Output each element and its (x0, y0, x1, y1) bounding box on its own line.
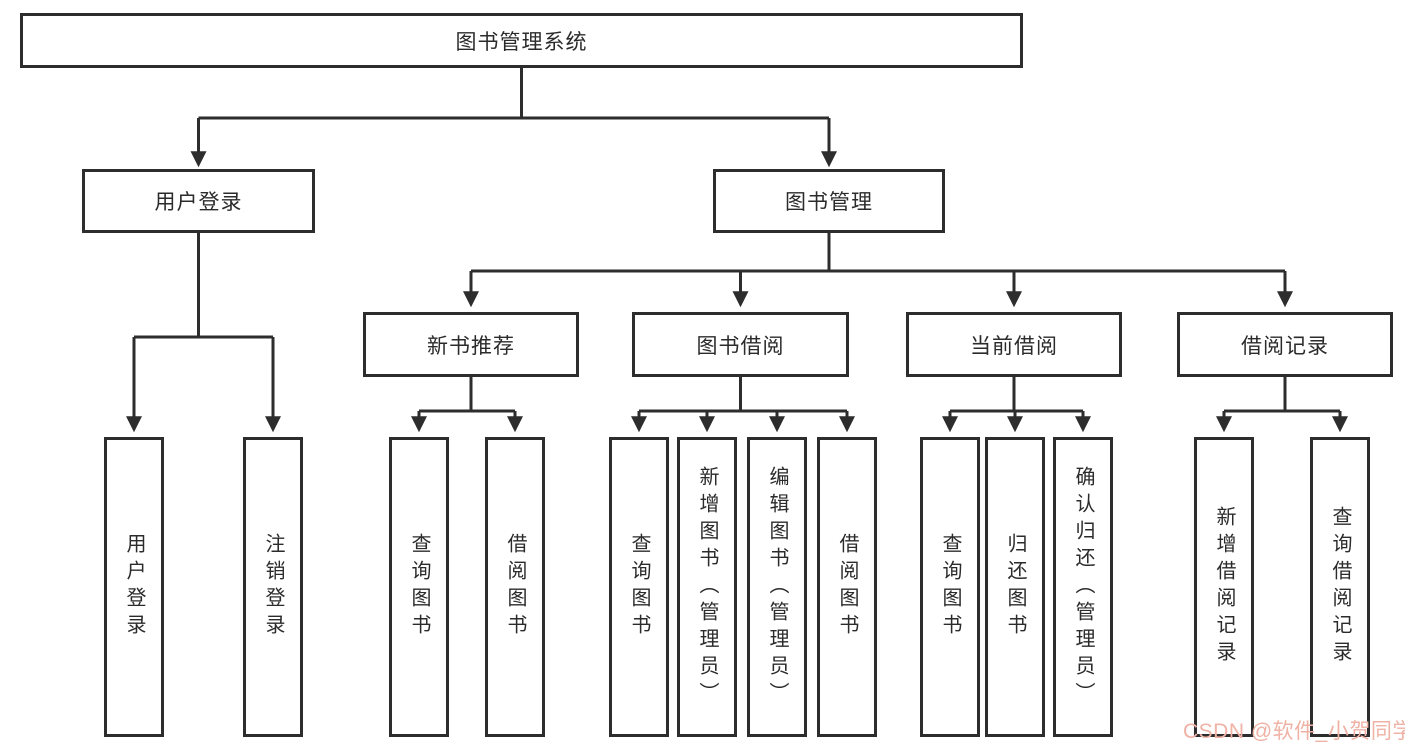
leaf-logout: 注销登录 (243, 437, 303, 737)
node-borrow-records: 借阅记录 (1177, 312, 1393, 377)
node-user-login: 用户登录 (82, 169, 315, 233)
leaf-confirm-return-admin: 确认归还（管理员） (1053, 437, 1113, 737)
csdn-watermark: CSDN @软件_小贺同学 (1183, 720, 1405, 743)
leaf-add-books-admin: 新增图书（管理员） (677, 437, 737, 737)
node-book-management: 图书管理 (713, 169, 945, 233)
leaf-borrow-books: 借阅图书 (817, 437, 877, 737)
node-book-borrow: 图书借阅 (632, 312, 849, 377)
node-new-book-recommend: 新书推荐 (363, 312, 579, 377)
leaf-newbooks-borrow-books: 借阅图书 (485, 437, 545, 737)
leaf-borrow-query-books: 查询图书 (609, 437, 669, 737)
leaf-query-borrow-record: 查询借阅记录 (1310, 437, 1370, 737)
leaf-add-borrow-record: 新增借阅记录 (1194, 437, 1254, 737)
leaf-edit-books-admin: 编辑图书（管理员） (747, 437, 807, 737)
node-current-borrow: 当前借阅 (906, 312, 1122, 377)
leaf-current-query-books: 查询图书 (920, 437, 980, 737)
leaf-return-books: 归还图书 (985, 437, 1045, 737)
node-library-management-system: 图书管理系统 (20, 13, 1023, 68)
leaf-newbooks-query-books: 查询图书 (389, 437, 449, 737)
leaf-user-login: 用户登录 (104, 437, 164, 737)
